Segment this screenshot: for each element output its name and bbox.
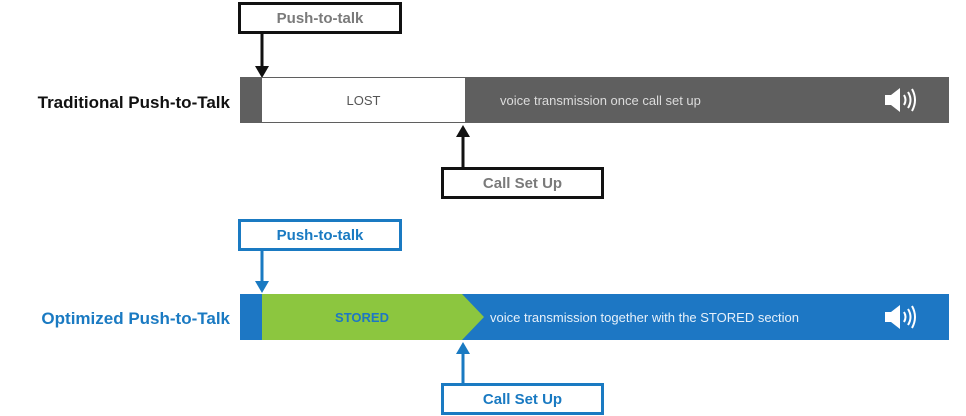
speaker-icon: [885, 305, 916, 329]
traditional-voice-text: voice transmission once call set up: [500, 93, 701, 108]
optimized-call-setup-callout: Call Set Up: [441, 383, 604, 415]
speaker-icon: [885, 88, 916, 112]
optimized-push-arrow: [255, 251, 269, 293]
optimized-push-to-talk-callout: Push-to-talk: [238, 219, 402, 251]
optimized-voice-text: voice transmission together with the STO…: [490, 310, 800, 325]
traditional-call-setup-callout: Call Set Up: [441, 167, 604, 199]
traditional-row-label: Traditional Push-to-Talk: [37, 93, 230, 112]
stored-section-label: STORED: [335, 309, 389, 325]
stored-section: [262, 294, 484, 340]
traditional-push-arrow: [255, 34, 269, 78]
traditional-setup-arrow: [456, 125, 470, 169]
traditional-lost-section: LOST: [262, 78, 465, 122]
traditional-push-to-talk-callout: Push-to-talk: [238, 2, 402, 34]
optimized-row-label: Optimized Push-to-Talk: [41, 309, 230, 328]
optimized-setup-arrow: [456, 342, 470, 386]
